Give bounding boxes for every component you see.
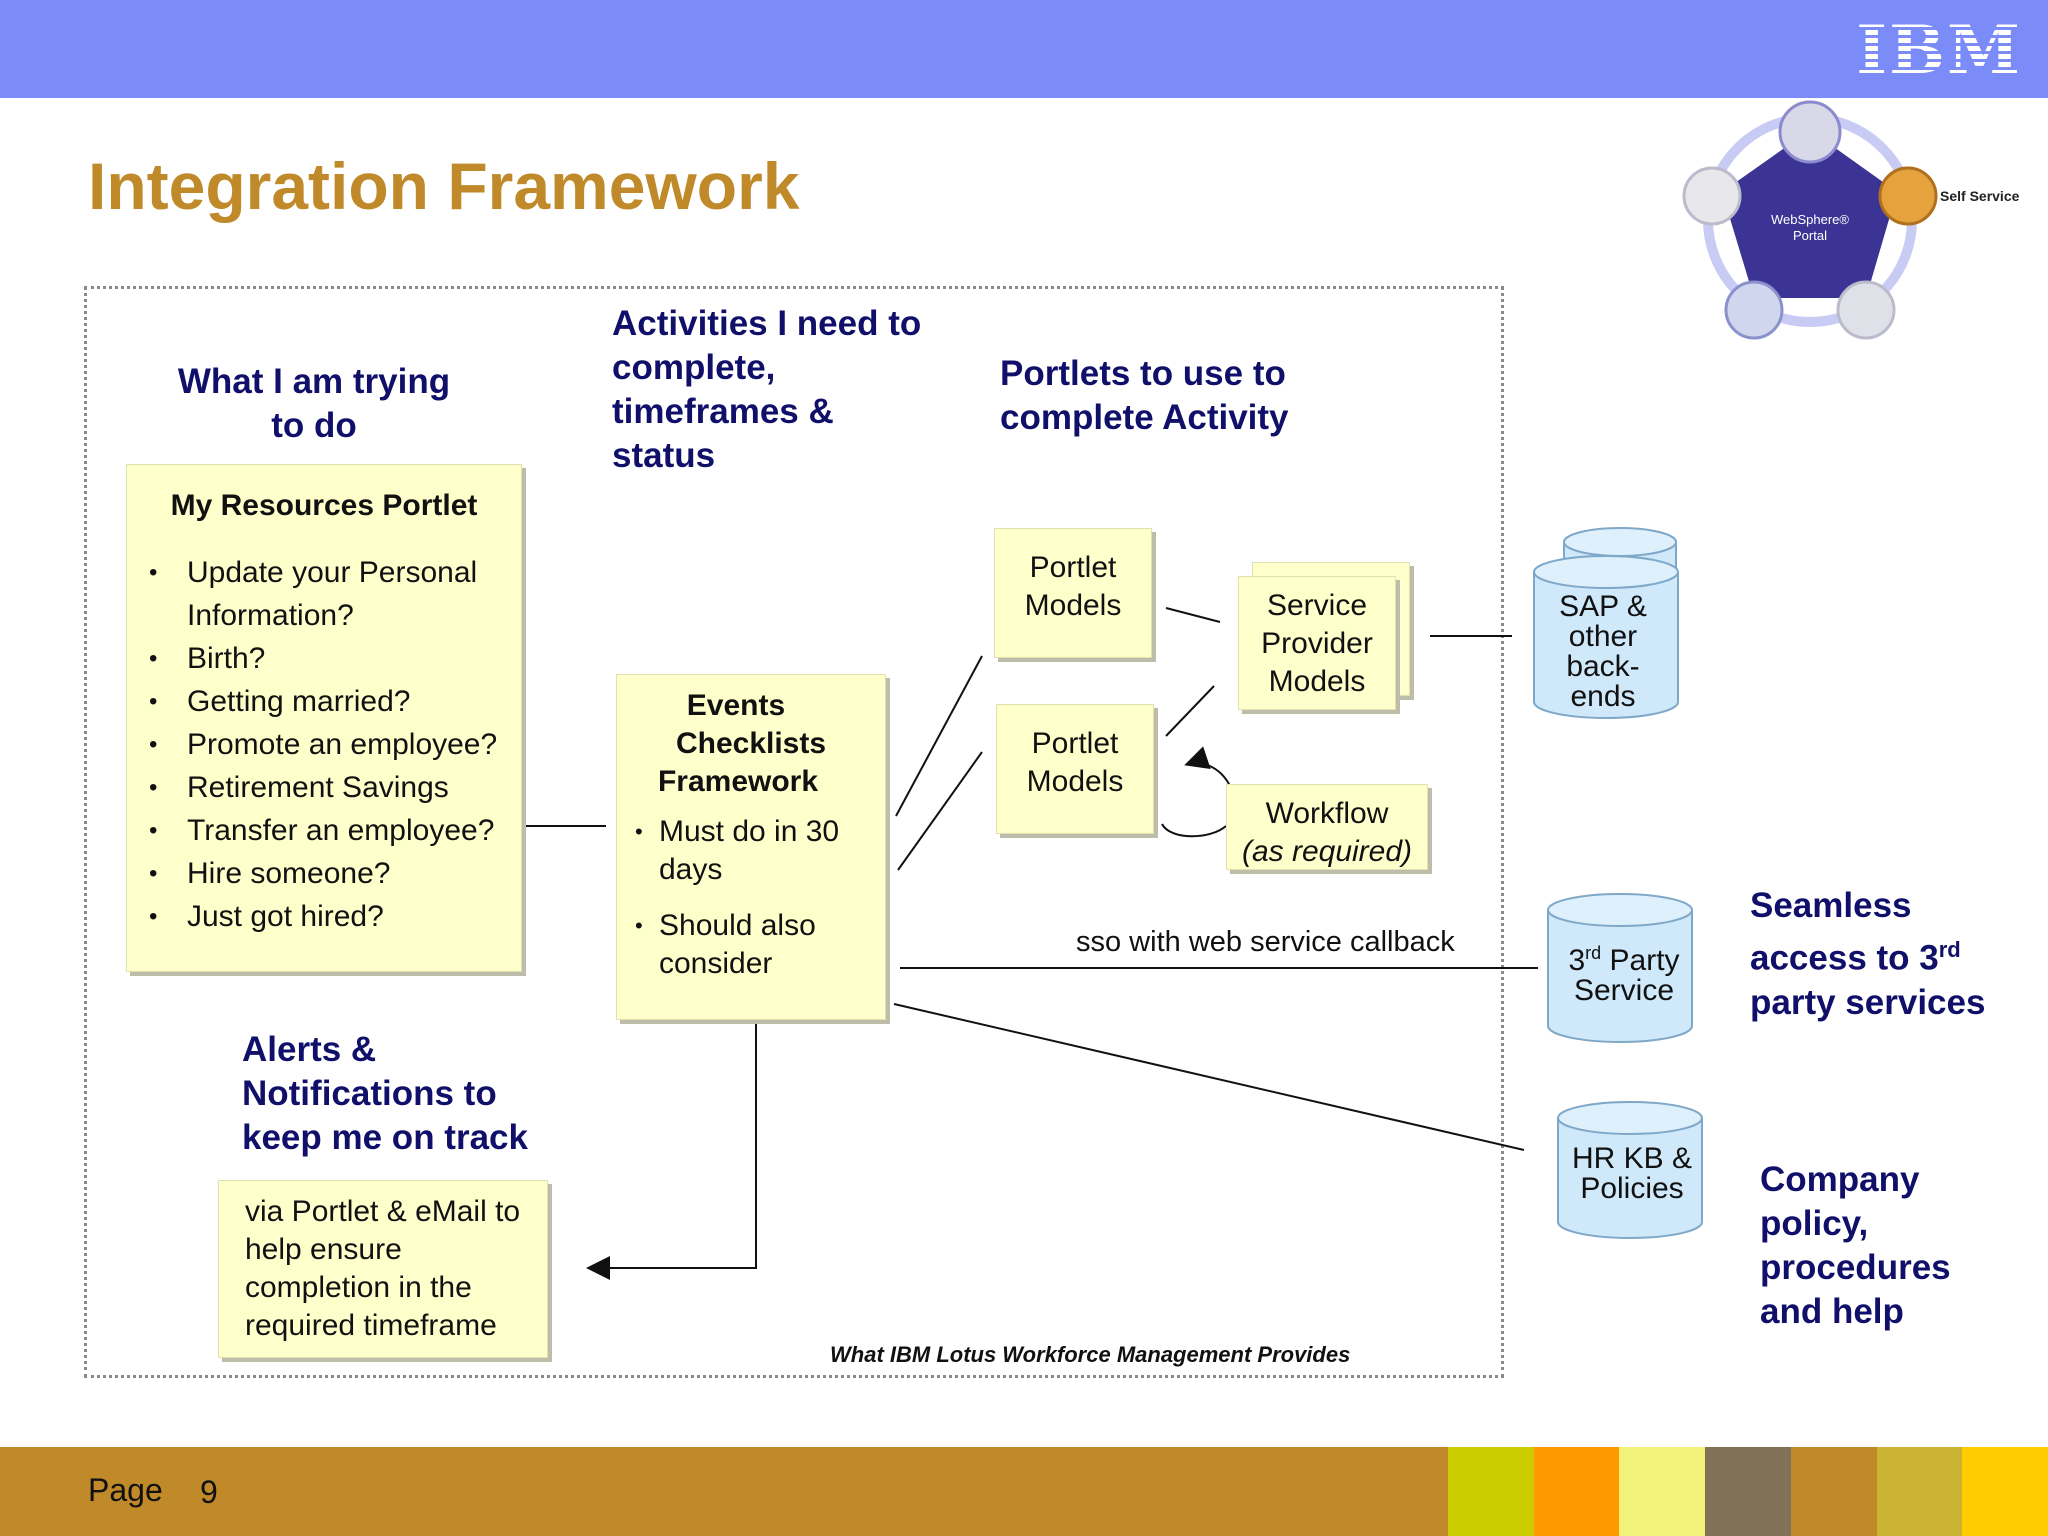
third-party-label: 3rd Party Service	[1548, 938, 1700, 1006]
portlet-models-bottom-label: Portlet Models	[1026, 727, 1124, 798]
framework-frame	[84, 286, 1504, 1378]
events-title-line-3: Framework	[657, 765, 819, 798]
alerts-box-text: via Portlet & eMail to help ensure compl…	[245, 1195, 521, 1342]
color-block	[1876, 1447, 1963, 1536]
service-provider-label: Service Provider Models	[1261, 589, 1373, 698]
heading-activities: Activities I need to complete, timeframe…	[612, 304, 922, 475]
service-provider-models: Service Provider Models	[1238, 576, 1396, 710]
color-block	[1705, 1447, 1791, 1536]
list-item[interactable]: Update your Personal Information?	[137, 551, 511, 637]
list-item[interactable]: Transfer an employee?	[137, 809, 511, 852]
third-party-prefix: 3	[1568, 944, 1586, 977]
color-block	[1533, 1447, 1620, 1536]
top-banner	[0, 0, 2048, 98]
my-resources-portlet: My Resources Portlet Update your Persona…	[126, 464, 522, 972]
heading-company-policy: Company policy, procedures and help	[1760, 1160, 1951, 1331]
portlet-models-top: Portlet Models	[994, 528, 1152, 658]
color-block	[1619, 1447, 1706, 1536]
list-item[interactable]: Just got hired?	[137, 895, 511, 938]
list-item: Must do in 30 days	[623, 813, 879, 889]
ibm-logo: IBM	[1856, 11, 2022, 89]
resources-title: My Resources Portlet	[170, 489, 478, 522]
alerts-box: via Portlet & eMail to help ensure compl…	[218, 1180, 548, 1358]
badge-center-text: WebSphere® Portal	[1771, 212, 1849, 243]
third-party-database-icon	[1547, 893, 1693, 1043]
list-item[interactable]: Birth?	[137, 637, 511, 680]
workflow-box: Workflow (as required)	[1226, 784, 1428, 870]
color-block	[1448, 1447, 1534, 1536]
page-number: 9	[200, 1474, 218, 1510]
events-title: Events Checklists Framework	[623, 687, 879, 801]
list-item[interactable]: Hire someone?	[137, 852, 511, 895]
third-party-rest: Party Service	[1573, 944, 1680, 1007]
hr-kb-database-icon	[1557, 1101, 1703, 1239]
seamless-sup: rd	[1938, 937, 1961, 962]
resources-list: Update your Personal Information? Birth?…	[137, 551, 511, 938]
events-title-line-2: Checklists	[675, 727, 827, 760]
heading-seamless: Seamless access to 3rd party services	[1750, 884, 2020, 1025]
events-title-line-1: Events	[686, 689, 786, 722]
list-item[interactable]: Getting married?	[137, 680, 511, 723]
third-party-sup: rd	[1585, 943, 1602, 963]
seamless-text-b: party services	[1750, 982, 1986, 1022]
list-item[interactable]: Promote an employee?	[137, 723, 511, 766]
workflow-note: (as required)	[1241, 835, 1413, 868]
events-list: Must do in 30 days Should also consider	[623, 813, 879, 983]
page-title: Integration Framework	[88, 149, 800, 223]
heading-alerts: Alerts & Notifications to keep me on tra…	[242, 1030, 528, 1157]
frame-caption: What IBM Lotus Workforce Management Prov…	[830, 1342, 1351, 1367]
color-block	[1962, 1447, 2048, 1536]
portlet-models-bottom: Portlet Models	[996, 704, 1154, 834]
list-item[interactable]: Retirement Savings	[137, 766, 511, 809]
footer-color-blocks	[1448, 1447, 2048, 1536]
heading-portlets: Portlets to use to complete Activity	[1000, 354, 1289, 437]
events-checklists-framework: Events Checklists Framework Must do in 3…	[616, 674, 886, 1020]
seamless-text-a: Seamless access to 3	[1750, 886, 1939, 978]
color-block	[1790, 1447, 1877, 1536]
sap-database-icon	[1533, 527, 1679, 719]
heading-trying: What I am trying to do	[177, 362, 451, 445]
hr-kb-label: HR KB & Policies	[1571, 1142, 1693, 1205]
page-label: Page	[88, 1472, 163, 1508]
badge-side-text: Self Service	[1940, 188, 2020, 204]
portlet-models-top-label: Portlet Models	[1024, 551, 1122, 622]
sso-label: sso with web service callback	[1076, 926, 1455, 958]
list-item: Should also consider	[623, 907, 879, 983]
websphere-portal-badge: WebSphere® Portal Self Service	[1672, 100, 2048, 350]
sap-label: SAP & other back-ends	[1559, 590, 1647, 713]
workflow-title: Workflow	[1265, 797, 1389, 830]
